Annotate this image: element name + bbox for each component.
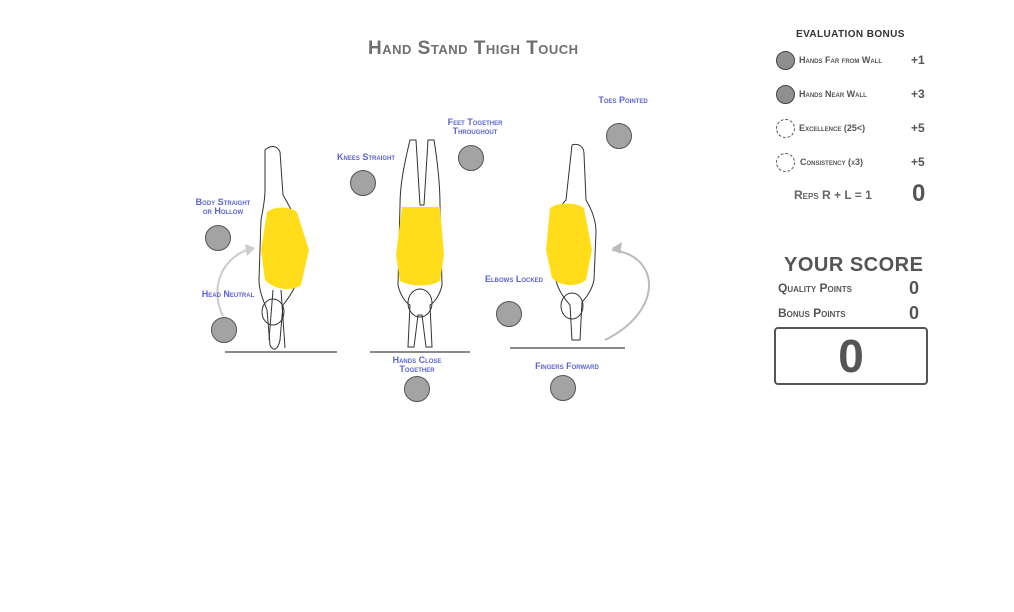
criterion-toggle-knees-straight[interactable]: [350, 170, 376, 196]
score-title: YOUR SCORE: [784, 254, 924, 276]
bonus-toggle-hands-near[interactable]: [776, 85, 795, 104]
handstand-figure-angled: [510, 143, 650, 349]
reps-value: 0: [912, 180, 926, 207]
bonus-label-hands-near: Hands Near Wall: [799, 89, 867, 99]
handstand-figure-front: [370, 139, 470, 353]
bonus-toggle-hands-far[interactable]: [776, 51, 795, 70]
criterion-label-hands-close: Hands Close Together: [392, 355, 442, 374]
total-score-value: 0: [838, 330, 864, 382]
bonus-points-hands-far: +1: [911, 53, 925, 67]
criterion-label-body-straight: Body Straight or Hollow: [195, 197, 251, 216]
quality-points-value: 0: [909, 278, 920, 298]
criterion-toggle-feet-together[interactable]: [458, 145, 484, 171]
bonus-points-value: 0: [909, 303, 920, 323]
criterion-label-toes-pointed: Toes Pointed: [598, 95, 648, 105]
criterion-toggle-hands-close[interactable]: [404, 376, 430, 402]
bonus-points-hands-near: +3: [911, 87, 925, 101]
bonus-toggle-excellence[interactable]: [776, 119, 795, 138]
handstand-figure-side: [225, 146, 337, 353]
quality-points-label: Quality Points: [778, 281, 853, 295]
criterion-toggle-elbows-locked[interactable]: [496, 301, 522, 327]
bonus-toggle-consistency[interactable]: [776, 153, 795, 172]
criterion-label-knees-straight: Knees Straight: [336, 152, 395, 162]
total-score-box: 0: [774, 327, 928, 385]
criterion-toggle-toes-pointed[interactable]: [606, 123, 632, 149]
bonus-label-excellence: Excellence (25<): [799, 123, 866, 133]
criterion-toggle-body-straight[interactable]: [205, 225, 231, 251]
criterion-label-feet-together: Feet Together Throughout: [447, 117, 503, 136]
bonus-label-consistency: Consistency (x3): [800, 157, 864, 167]
page-title: Hand Stand Thigh Touch: [368, 38, 579, 59]
criterion-toggle-fingers-forward[interactable]: [550, 375, 576, 401]
bonus-points-label: Bonus Points: [778, 306, 846, 320]
bonus-points-consistency: +5: [911, 155, 925, 169]
bonus-label-hands-far: Hands Far from Wall: [799, 55, 882, 65]
criterion-label-elbows-locked: Elbows Locked: [485, 274, 543, 284]
criterion-label-head-neutral: Head Neutral: [201, 289, 255, 299]
bonus-points-excellence: +5: [911, 121, 925, 135]
criterion-label-fingers-forward: Fingers Forward: [535, 361, 599, 371]
rotation-arrow: [216, 244, 255, 317]
criterion-toggle-head-neutral[interactable]: [211, 317, 237, 343]
bonus-panel-title: EVALUATION BONUS: [796, 29, 905, 40]
reps-label: Reps R + L = 1: [794, 188, 872, 202]
